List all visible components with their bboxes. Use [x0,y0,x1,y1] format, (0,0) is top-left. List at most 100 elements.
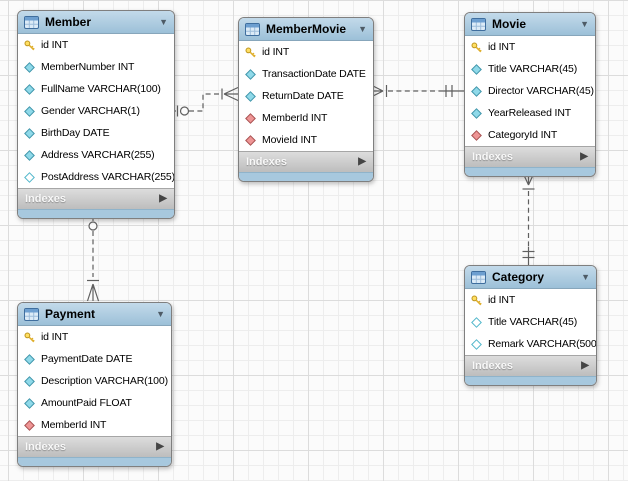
column-icon [24,353,35,365]
field-text: CategoryId INT [488,129,558,141]
field-text: BirthDay DATE [41,127,110,139]
field-row[interactable]: Title VARCHAR(45) [465,58,595,80]
table-icon [245,22,260,36]
primary-key-icon [24,40,35,51]
table-header[interactable]: Category ▼ [465,266,596,289]
field-text: Director VARCHAR(45) [488,85,594,97]
table-footer [465,167,595,176]
field-list: id INT Title VARCHAR(45) Director VARCHAR(… [465,36,595,146]
field-row[interactable]: id INT [465,36,595,58]
field-row[interactable]: MemberNumber INT [18,56,174,78]
expand-arrow-icon[interactable]: ▶ [159,193,167,204]
collapse-arrow-icon[interactable]: ▼ [580,18,589,29]
field-row[interactable]: Director VARCHAR(45) [465,80,595,102]
collapse-arrow-icon[interactable]: ▼ [358,23,367,34]
field-row[interactable]: Remark VARCHAR(500) [465,333,596,355]
field-row[interactable]: YearReleased INT [465,102,595,124]
field-row[interactable]: AmountPaid FLOAT [18,392,171,414]
field-row[interactable]: MemberId INT [239,107,373,129]
table-movie[interactable]: Movie ▼ id INT Title VARCHAR(45) Director … [464,12,596,177]
expand-arrow-icon[interactable]: ▶ [156,441,164,452]
field-row[interactable]: MovieId INT [239,129,373,151]
column-icon [471,85,482,97]
column-icon [24,149,35,161]
nullable-column-icon [471,316,482,328]
table-title: Movie [492,17,527,31]
table-payment[interactable]: Payment ▼ id INT PaymentDate DATE Descript… [17,302,172,467]
indexes-label: Indexes [25,193,66,205]
foreign-key-icon [471,129,482,141]
field-text: id INT [488,41,516,53]
field-row[interactable]: PostAddress VARCHAR(255) [18,166,174,188]
column-icon [24,105,35,117]
table-title: Member [45,15,92,29]
field-row[interactable]: MemberId INT [18,414,171,436]
field-row[interactable]: Description VARCHAR(100) [18,370,171,392]
field-row[interactable]: BirthDay DATE [18,122,174,144]
indexes-bar[interactable]: Indexes ▶ [239,151,373,172]
field-row[interactable]: Gender VARCHAR(1) [18,100,174,122]
collapse-arrow-icon[interactable]: ▼ [159,16,168,27]
column-icon [471,63,482,75]
field-row[interactable]: id INT [18,34,174,56]
field-text: MemberId INT [41,419,107,431]
table-icon [471,17,486,31]
field-row[interactable]: id INT [18,326,171,348]
field-row[interactable]: id INT [465,289,596,311]
indexes-bar[interactable]: Indexes ▶ [465,355,596,376]
indexes-label: Indexes [246,156,287,168]
field-row[interactable]: PaymentDate DATE [18,348,171,370]
expand-arrow-icon[interactable]: ▶ [358,156,366,167]
primary-key-icon [471,295,482,306]
column-icon [471,107,482,119]
column-icon [24,397,35,409]
field-row[interactable]: id INT [239,41,373,63]
field-text: Remark VARCHAR(500) [488,338,597,350]
collapse-arrow-icon[interactable]: ▼ [581,271,590,282]
column-icon [24,83,35,95]
indexes-bar[interactable]: Indexes ▶ [18,436,171,457]
nullable-column-icon [471,338,482,350]
field-text: Description VARCHAR(100) [41,375,168,387]
field-row[interactable]: CategoryId INT [465,124,595,146]
collapse-arrow-icon[interactable]: ▼ [156,308,165,319]
field-text: Address VARCHAR(255) [41,149,155,161]
field-row[interactable]: TransactionDate DATE [239,63,373,85]
column-icon [24,127,35,139]
field-row[interactable]: Title VARCHAR(45) [465,311,596,333]
indexes-bar[interactable]: Indexes ▶ [465,146,595,167]
relationship-membermovie-member[interactable] [173,86,239,117]
expand-arrow-icon[interactable]: ▶ [580,151,588,162]
table-member[interactable]: Member ▼ id INT MemberNumber INT FullName … [17,10,175,219]
table-icon [24,15,39,29]
field-row[interactable]: ReturnDate DATE [239,85,373,107]
field-text: PaymentDate DATE [41,353,133,365]
column-icon [245,90,256,102]
expand-arrow-icon[interactable]: ▶ [581,360,589,371]
relationship-movie-category[interactable] [522,172,535,265]
table-footer [239,172,373,181]
field-row[interactable]: FullName VARCHAR(100) [18,78,174,100]
field-text: MovieId INT [262,134,317,146]
table-footer [18,457,171,466]
field-text: MemberNumber INT [41,61,135,73]
table-header[interactable]: Movie ▼ [465,13,595,36]
table-header[interactable]: MemberMovie ▼ [239,18,373,41]
table-header[interactable]: Member ▼ [18,11,174,34]
nullable-column-icon [24,171,35,183]
primary-key-icon [245,47,256,58]
table-header[interactable]: Payment ▼ [18,303,171,326]
field-row[interactable]: Address VARCHAR(255) [18,144,174,166]
relationship-payment-member[interactable] [86,213,100,302]
indexes-label: Indexes [25,441,66,453]
table-footer [465,376,596,385]
field-text: ReturnDate DATE [262,90,344,102]
relationship-membermovie-movie[interactable] [371,84,464,98]
table-footer [18,209,174,218]
field-list: id INT MemberNumber INT FullName VARCHAR(1… [18,34,174,188]
indexes-bar[interactable]: Indexes ▶ [18,188,174,209]
